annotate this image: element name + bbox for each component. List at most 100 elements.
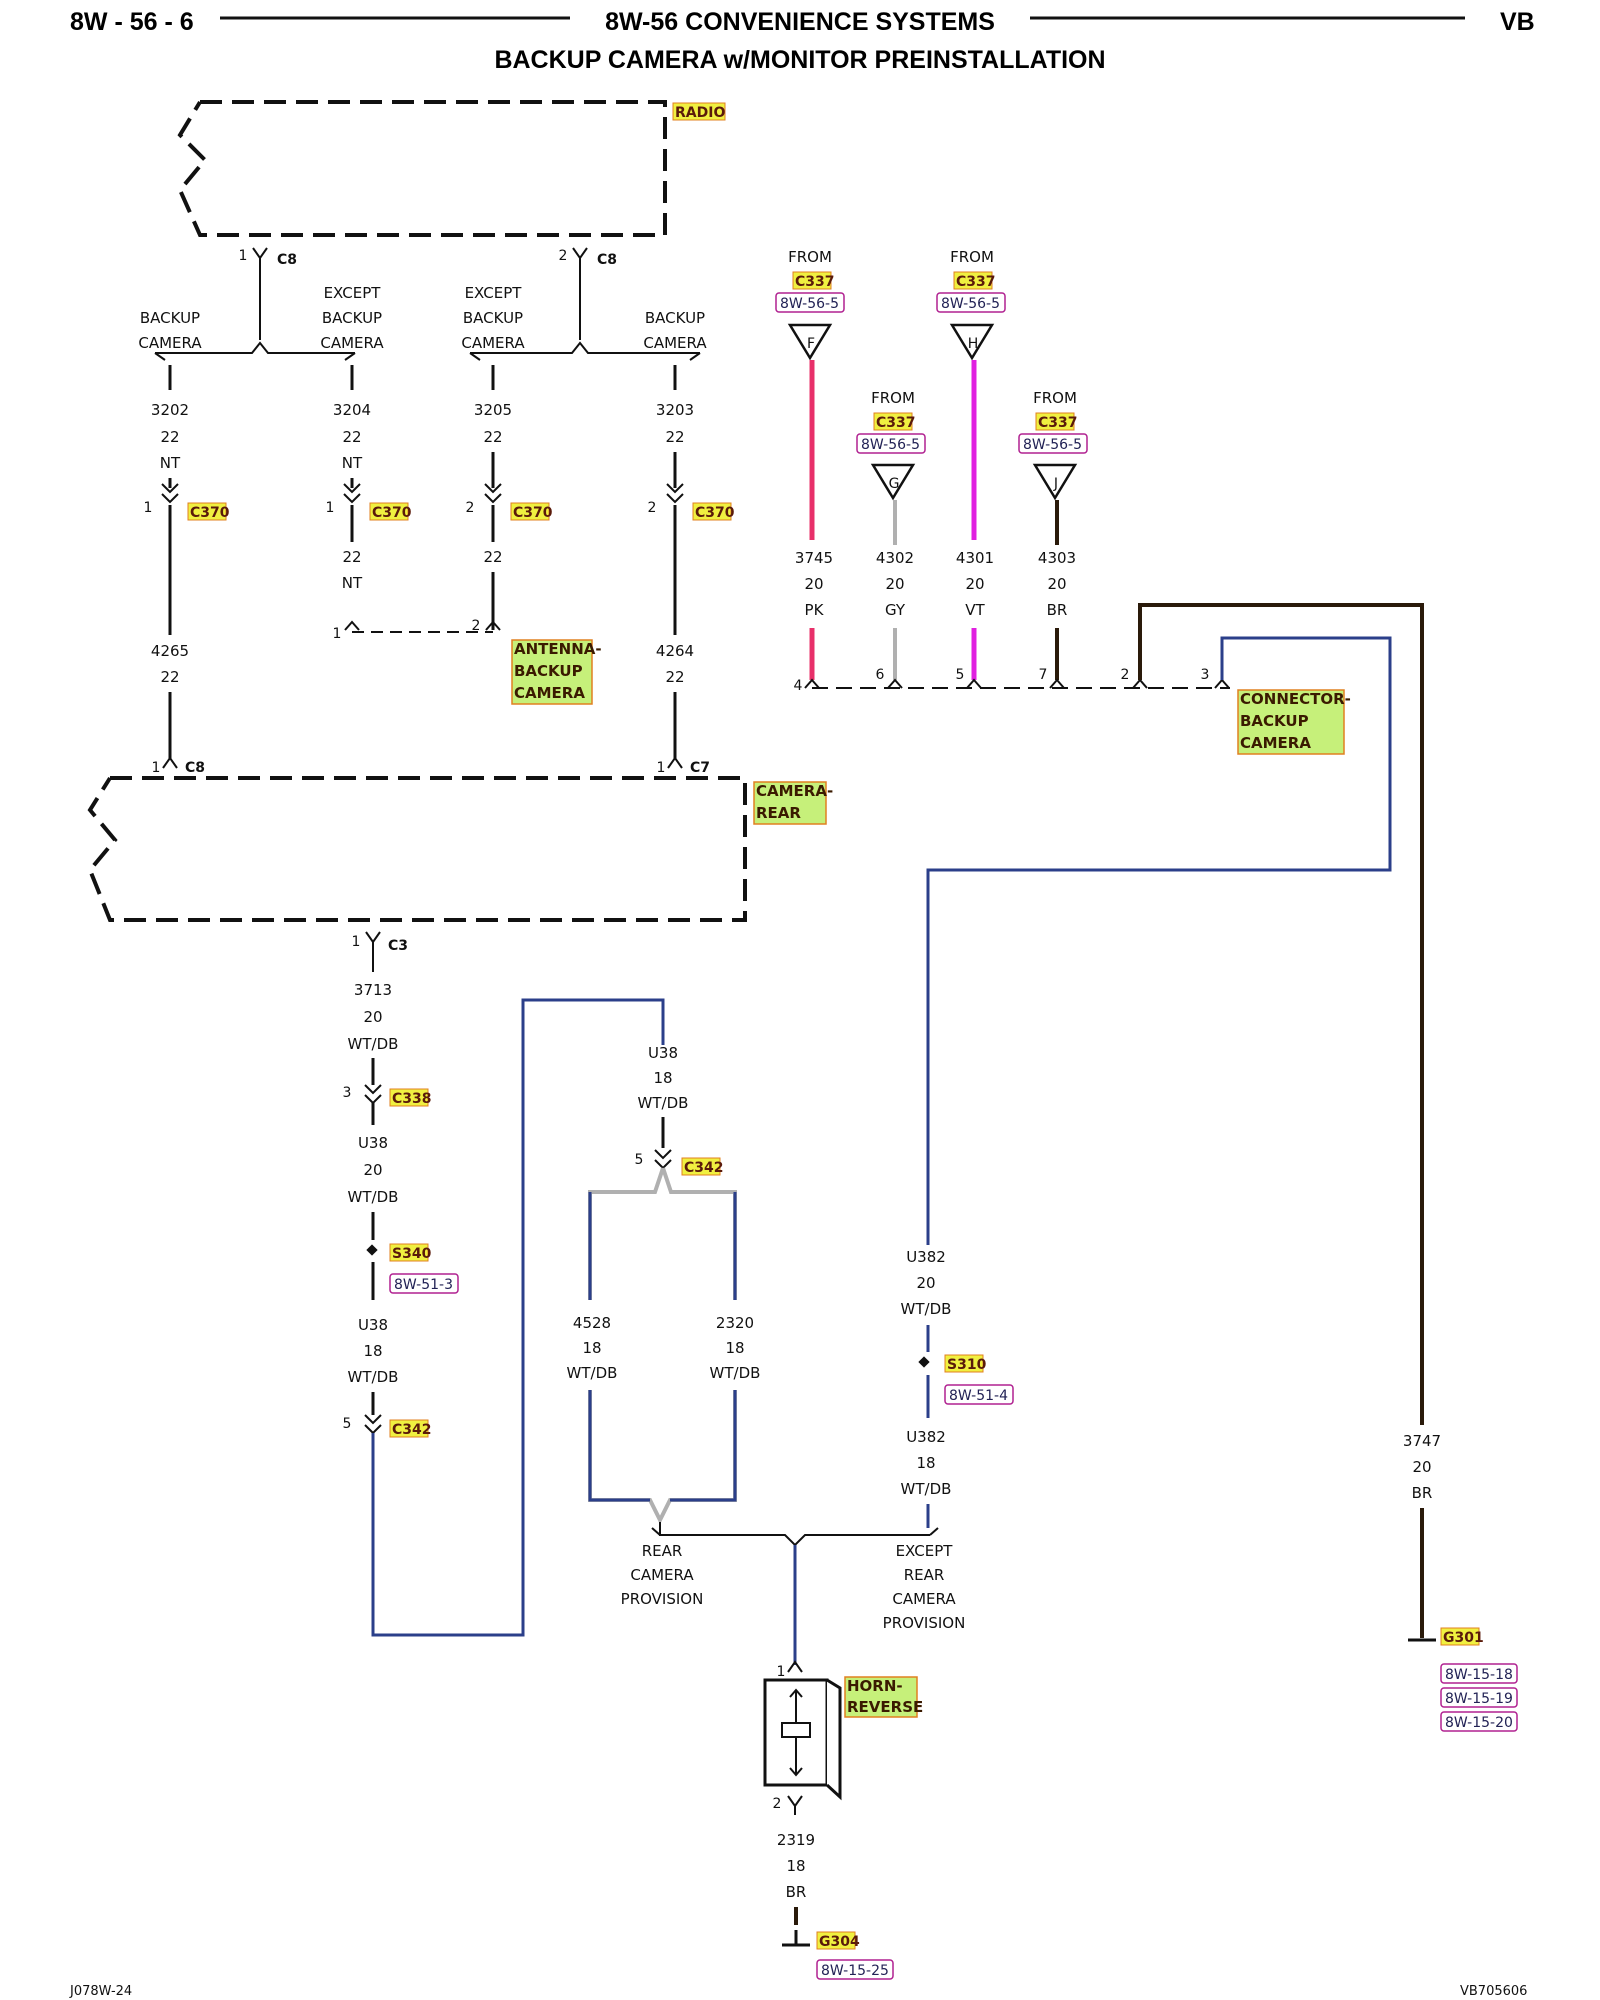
option-split-right	[470, 341, 700, 354]
option-label: PROVISION	[883, 1614, 966, 1632]
from-label: FROM	[788, 248, 832, 266]
connector-backup-camera-row[interactable]	[804, 678, 1230, 689]
pin-label: 2	[466, 500, 475, 516]
option-label: CAMERA	[892, 1590, 956, 1608]
c337-label: C337	[1038, 415, 1078, 431]
g304-ground	[782, 1930, 810, 1947]
pin-label: 4	[794, 678, 803, 694]
wire-4303-gauge: 20	[1047, 575, 1066, 593]
cavity-label: F	[807, 336, 815, 352]
svg-text:8W-56-5: 8W-56-5	[861, 437, 920, 453]
pin-label: 2	[773, 1796, 782, 1812]
svg-text:ANTENNA-: ANTENNA-	[514, 640, 602, 658]
camera-rear-component[interactable]	[87, 776, 747, 922]
wire-u38-circuit: U38	[358, 1316, 388, 1334]
wire-u38-color: WT/DB	[348, 1188, 399, 1206]
ref-8w-56-5[interactable]: 8W-56-5	[936, 292, 1006, 313]
svg-text:HORN-: HORN-	[847, 1677, 903, 1695]
c370-label: C370	[190, 505, 230, 521]
ref-8w-51-3[interactable]: 8W-51-3	[389, 1273, 459, 1294]
pin-label: 2	[559, 248, 568, 264]
from-label: FROM	[1033, 389, 1077, 407]
wire-4265-gauge: 22	[160, 668, 179, 686]
wire-3202-color: NT	[160, 454, 181, 472]
radio-component[interactable]	[177, 100, 667, 237]
split-4528-top	[588, 1167, 665, 1300]
option-label: BACKUP	[322, 309, 382, 327]
cavity-label: G	[889, 476, 900, 492]
camera-rear-label: CAMERA- REAR	[753, 781, 833, 825]
c338-inline	[364, 1084, 382, 1105]
c342-inline-mid	[654, 1149, 672, 1170]
svg-text:8W-56-5: 8W-56-5	[941, 296, 1000, 312]
wire-2319-circuit: 2319	[777, 1831, 815, 1849]
svg-text:8W-15-25: 8W-15-25	[821, 1963, 889, 1979]
wire-u38-gauge: 20	[363, 1161, 382, 1179]
from-label: FROM	[950, 248, 994, 266]
wire-4301-color: VT	[965, 601, 985, 619]
radio-label: RADIO	[675, 105, 725, 121]
wire-2320-circuit: 2320	[716, 1314, 754, 1332]
pin-label: 5	[956, 667, 965, 683]
ref-8w-51-4[interactable]: 8W-51-4	[944, 1384, 1014, 1405]
wire-u382-gauge: 18	[916, 1454, 935, 1472]
s310-label: S310	[947, 1357, 987, 1373]
wire-3204-color: NT	[342, 454, 363, 472]
connector-c3-label: C3	[388, 938, 408, 954]
svg-text:8W-15-18: 8W-15-18	[1445, 1667, 1513, 1683]
ref-8w-15-19[interactable]: 8W-15-19	[1440, 1687, 1518, 1708]
wire-4301-gauge: 20	[965, 575, 984, 593]
wire-4302-gauge: 20	[885, 575, 904, 593]
connector-c8-label: C8	[185, 760, 205, 776]
ref-8w-15-18[interactable]: 8W-15-18	[1440, 1663, 1518, 1684]
wire-u382-circuit: U382	[906, 1248, 946, 1266]
wire-3747-color: BR	[1412, 1484, 1433, 1502]
c337-label: C337	[795, 274, 835, 290]
ref-8w-15-25[interactable]: 8W-15-25	[816, 1959, 894, 1980]
wire-2319-color: BR	[786, 1883, 807, 1901]
wire-4303-color: BR	[1047, 601, 1068, 619]
wire-4301-circuit: 4301	[956, 549, 994, 567]
option-label: BACKUP	[463, 309, 523, 327]
wire-3205-gauge: 22	[483, 428, 502, 446]
pin-label: 7	[1039, 667, 1048, 683]
wire-2319-gauge: 18	[786, 1857, 805, 1875]
svg-text:CAMERA: CAMERA	[1240, 734, 1311, 752]
wire-3745-gauge: 20	[804, 575, 823, 593]
provision-split	[659, 1522, 930, 1547]
wire-3202-gauge: 22	[160, 428, 179, 446]
antenna-backup-camera-label[interactable]: ANTENNA- BACKUP CAMERA	[511, 639, 602, 705]
ref-8w-56-5[interactable]: 8W-56-5	[1018, 433, 1088, 454]
wire-3204-gauge: 22	[342, 428, 361, 446]
connector-backup-camera-label: CONNECTOR- BACKUP CAMERA	[1237, 689, 1351, 755]
pin-label: 1	[144, 500, 153, 516]
wire-3747-route	[1138, 603, 1424, 1425]
wire-3713-circuit: 3713	[354, 981, 392, 999]
pin-label: 3	[343, 1085, 352, 1101]
wire-u38-gauge: 18	[653, 1069, 672, 1087]
svg-text:REAR: REAR	[756, 804, 801, 822]
g304-label: G304	[819, 1934, 860, 1950]
c8-pin2-terminal	[572, 247, 588, 340]
pin-label: 1	[152, 760, 161, 776]
svg-text:8W-56-5: 8W-56-5	[780, 296, 839, 312]
svg-text:8W-51-3: 8W-51-3	[394, 1277, 453, 1293]
ref-8w-56-5[interactable]: 8W-56-5	[775, 292, 845, 313]
wire-3713-color: WT/DB	[348, 1035, 399, 1053]
wire-3204-circuit: 3204	[333, 401, 371, 419]
pin-label: 1	[352, 934, 361, 950]
svg-text:BACKUP: BACKUP	[514, 662, 583, 680]
model-code: VB	[1500, 8, 1535, 36]
wire-3747-circuit: 3747	[1403, 1432, 1441, 1450]
wire-4528-color: WT/DB	[567, 1364, 618, 1382]
ref-8w-15-20[interactable]: 8W-15-20	[1440, 1711, 1518, 1732]
option-label: PROVISION	[621, 1590, 704, 1608]
ref-8w-56-5[interactable]: 8W-56-5	[856, 433, 926, 454]
pin-label: 5	[343, 1416, 352, 1432]
wire-4302-color: GY	[885, 601, 906, 619]
horn-reverse-component[interactable]	[763, 1678, 842, 1801]
c342-label: C342	[684, 1160, 724, 1176]
option-split-left	[155, 341, 355, 354]
svg-text:8W-15-19: 8W-15-19	[1445, 1691, 1513, 1707]
c338-label: C338	[392, 1091, 432, 1107]
